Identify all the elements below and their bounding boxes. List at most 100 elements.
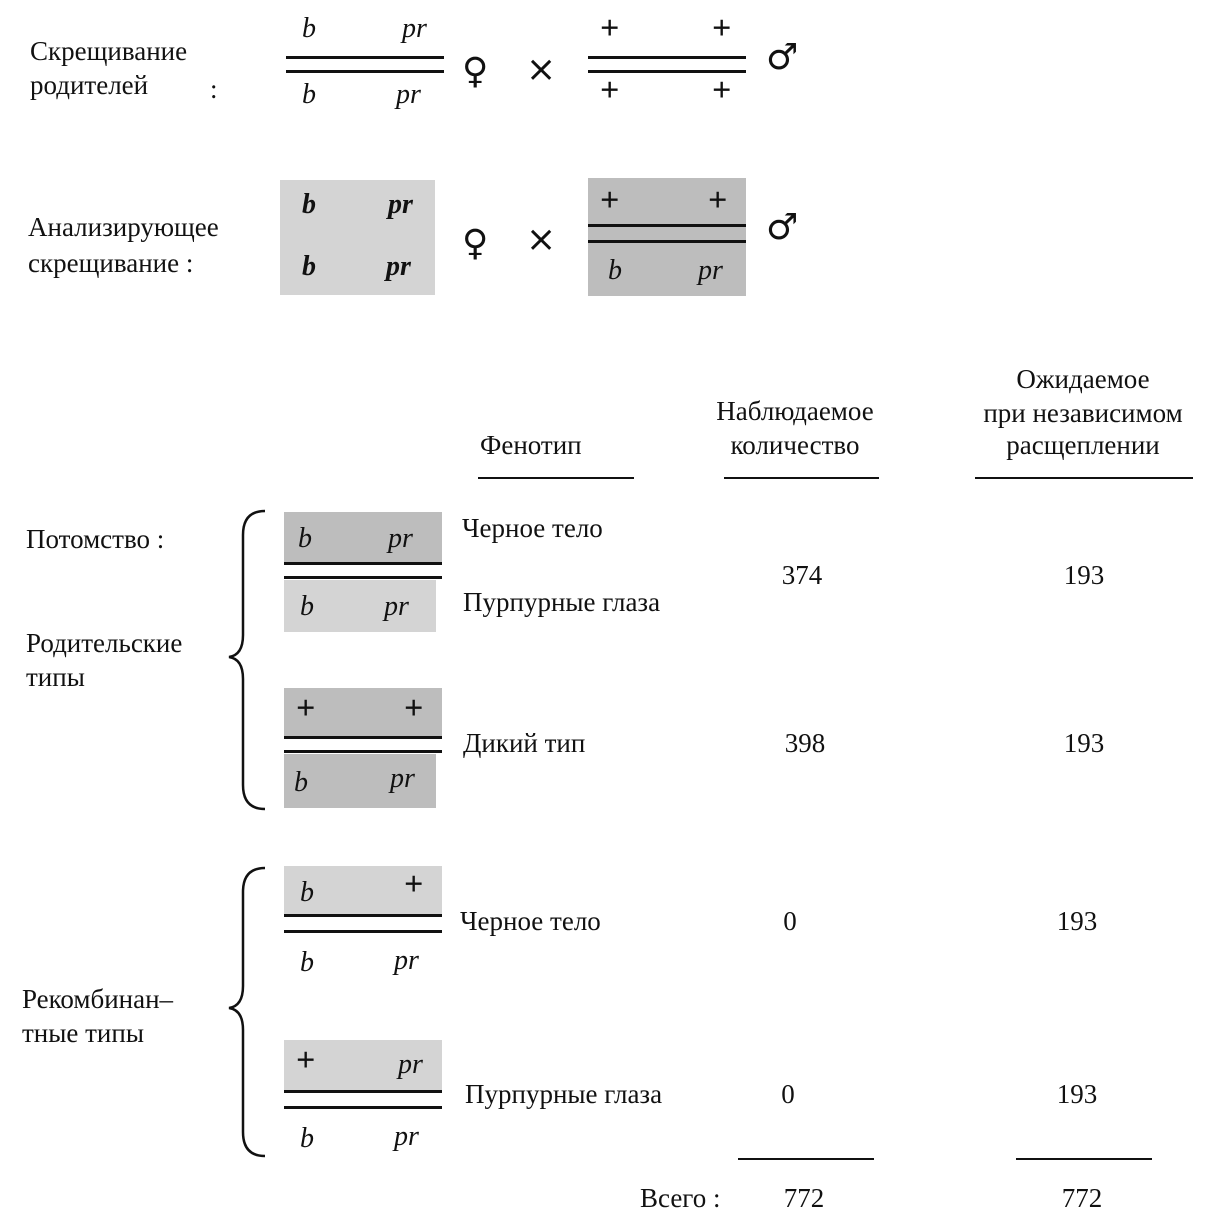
shading	[284, 580, 436, 632]
gene-label: +	[600, 10, 620, 47]
gene-label: +	[600, 182, 620, 219]
chromosome-line	[588, 240, 746, 243]
test-cross-label-line1: Анализирующее	[28, 212, 219, 242]
total-underline	[738, 1158, 874, 1160]
total-label: Всего :	[640, 1183, 721, 1213]
gene-label: b	[302, 251, 316, 282]
shading	[588, 178, 746, 296]
gene-label: b	[298, 523, 312, 554]
recombinant-brace	[228, 866, 266, 1158]
progeny-chromosome: b pr b pr	[284, 512, 442, 632]
observed-count: 374	[781, 560, 823, 590]
female-symbol-icon: ♀	[462, 223, 489, 264]
total-underline	[1016, 1158, 1152, 1160]
gene-label: pr	[402, 13, 427, 44]
chromosome-line	[284, 562, 442, 565]
gene-label: pr	[398, 1049, 423, 1080]
parent-male-chromosome: + + + +	[588, 12, 746, 112]
chromosome-line	[284, 914, 442, 917]
chromosome-line	[588, 224, 746, 227]
chromosome-line	[284, 1106, 442, 1109]
gene-label: pr	[394, 945, 419, 976]
gene-label: +	[600, 72, 620, 109]
gene-label: pr	[396, 79, 421, 110]
parental-types-label-line1: Родительские	[26, 628, 183, 658]
observed-count: 0	[783, 906, 797, 936]
shading	[284, 512, 442, 564]
gene-label: +	[708, 182, 728, 219]
gene-label: b	[300, 877, 314, 908]
chromosome-line	[286, 70, 444, 73]
shading	[284, 866, 442, 914]
expected-count: 193	[1056, 906, 1098, 936]
male-symbol-icon: ♂	[766, 207, 799, 248]
gene-label: +	[404, 866, 424, 903]
gene-label: pr	[698, 255, 723, 286]
progeny-chromosome: + + b pr	[284, 688, 442, 808]
shading	[280, 180, 435, 295]
shading	[284, 688, 442, 736]
parents-cross-colon: :	[210, 74, 218, 104]
total-expected: 772	[1061, 1183, 1103, 1213]
parental-brace	[228, 509, 266, 811]
gene-label: +	[404, 690, 424, 727]
recombinant-types-label-line1: Рекомбинан–	[22, 984, 174, 1014]
cross-symbol-icon: ×	[526, 49, 557, 90]
parental-types-label-line2: типы	[26, 662, 85, 692]
gene-label: b	[300, 947, 314, 978]
phenotype-label: Пурпурные глаза	[463, 587, 661, 617]
chromosome-line	[588, 56, 746, 59]
gene-label: +	[712, 10, 732, 47]
expected-count: 193	[1063, 560, 1105, 590]
test-cross-label-line2: скрещивание :	[28, 248, 194, 278]
chromosome-line	[284, 736, 442, 739]
recombinant-types-label-line2: тные типы	[22, 1018, 144, 1048]
gene-label: b	[302, 189, 316, 220]
test-male-chromosome: + + b pr	[588, 178, 746, 296]
gene-label: +	[296, 690, 316, 727]
chromosome-line	[284, 576, 442, 579]
header-phenotype: Фенотип	[480, 430, 582, 460]
phenotype-label: Пурпурные глаза	[465, 1079, 663, 1109]
progeny-label: Потомство :	[26, 524, 165, 554]
header-observed-line1: Наблюдаемое	[716, 396, 874, 426]
header-underline	[478, 477, 634, 479]
cross-symbol-icon: ×	[526, 219, 557, 260]
gene-label: b	[608, 255, 622, 286]
header-expected-line2: при независимом	[983, 398, 1183, 428]
chromosome-line	[284, 930, 442, 933]
gene-label: +	[296, 1042, 316, 1079]
header-observed-line2: количество	[730, 430, 860, 460]
female-symbol-icon: ♀	[462, 51, 489, 92]
header-underline	[975, 477, 1193, 479]
gene-label: pr	[394, 1121, 419, 1152]
progeny-chromosome: + pr b pr	[284, 1040, 442, 1156]
male-symbol-icon: ♂	[766, 37, 799, 78]
gene-label: pr	[384, 591, 409, 622]
header-expected-line3: расщеплении	[1006, 430, 1160, 460]
gene-label: pr	[386, 251, 411, 282]
chromosome-line	[284, 750, 442, 753]
shading	[284, 754, 436, 808]
observed-count: 398	[784, 728, 826, 758]
chromosome-line	[588, 70, 746, 73]
gene-label: b	[302, 13, 316, 44]
phenotype-label: Черное тело	[462, 513, 603, 543]
phenotype-label: Черное тело	[460, 906, 601, 936]
total-observed: 772	[783, 1183, 825, 1213]
header-expected-line1: Ожидаемое	[1016, 364, 1150, 394]
expected-count: 193	[1056, 1079, 1098, 1109]
gene-label: b	[300, 1123, 314, 1154]
expected-count: 193	[1063, 728, 1105, 758]
gene-label: +	[712, 72, 732, 109]
header-underline	[724, 477, 879, 479]
observed-count: 0	[781, 1079, 795, 1109]
chromosome-line	[286, 56, 444, 59]
gene-label: b	[300, 591, 314, 622]
progeny-chromosome: b + b pr	[284, 866, 442, 978]
chromosome-line	[284, 1090, 442, 1093]
gene-label: b	[294, 767, 308, 798]
gene-label: pr	[390, 763, 415, 794]
gene-label: pr	[388, 523, 413, 554]
parents-cross-label-line1: Скрещивание	[30, 36, 188, 66]
